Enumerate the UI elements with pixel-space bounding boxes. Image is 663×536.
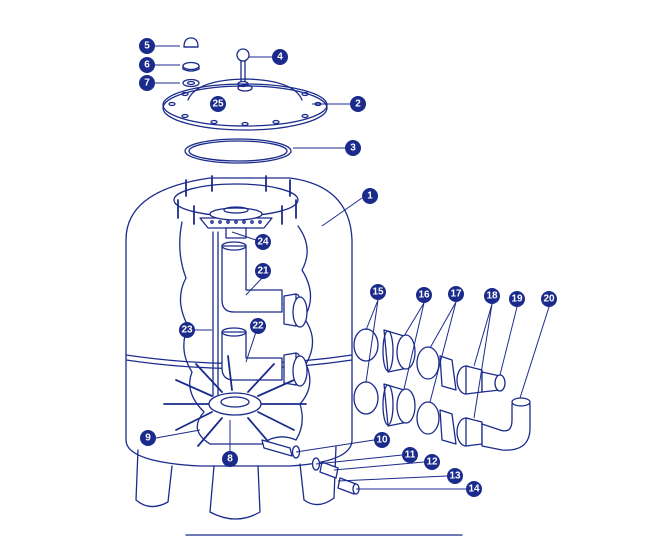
- badge-part-5: 5: [139, 38, 155, 54]
- svg-text:25: 25: [212, 99, 224, 110]
- svg-text:16: 16: [418, 290, 430, 301]
- elbow-part: [481, 397, 531, 451]
- badge-part-25: 25: [210, 96, 226, 112]
- svg-text:2: 2: [355, 99, 361, 110]
- svg-text:7: 7: [144, 78, 150, 89]
- threaded-tail-part: [481, 371, 506, 393]
- badge-part-24: 24: [255, 234, 271, 250]
- top-cap-part: [183, 37, 199, 48]
- svg-text:18: 18: [486, 291, 498, 302]
- upper-collector-pipe: [221, 241, 308, 328]
- badge-part-7: 7: [139, 75, 155, 91]
- badge-part-17: 17: [448, 286, 464, 302]
- badge-part-21: 21: [255, 263, 271, 279]
- badge-part-13: 13: [447, 468, 463, 484]
- air-vent-knob-part: [236, 48, 250, 88]
- svg-text:8: 8: [227, 454, 233, 465]
- central-tube: [212, 231, 219, 397]
- badge-part-2: 2: [350, 96, 366, 112]
- leader-lines: [155, 45, 550, 490]
- union-adapter-part: [382, 329, 416, 427]
- svg-text:1: 1: [367, 191, 373, 202]
- badge-part-18: 18: [484, 288, 500, 304]
- svg-text:19: 19: [511, 294, 523, 305]
- badge-part-16: 16: [416, 287, 432, 303]
- badge-part-14: 14: [466, 481, 482, 497]
- svg-text:10: 10: [376, 435, 388, 446]
- svg-text:22: 22: [252, 321, 264, 332]
- svg-text:4: 4: [277, 52, 283, 63]
- tank-legs: [135, 445, 337, 520]
- gasket-part: [353, 328, 379, 415]
- badge-part-23: 23: [179, 322, 195, 338]
- union-nut-part: [456, 365, 483, 447]
- svg-text:3: 3: [350, 143, 356, 154]
- badge-part-15: 15: [370, 284, 386, 300]
- svg-text:13: 13: [449, 471, 461, 482]
- diffuser-holes: [210, 220, 262, 224]
- lid-part: [162, 78, 328, 131]
- badge-part-4: 4: [272, 49, 288, 65]
- badge-part-20: 20: [541, 291, 557, 307]
- union-gasket-part: [416, 346, 457, 445]
- lower-collector-pipe: [221, 327, 308, 387]
- badge-part-11: 11: [402, 447, 418, 463]
- badge-part-1: 1: [362, 188, 378, 204]
- svg-text:14: 14: [468, 484, 480, 495]
- svg-text:24: 24: [257, 237, 269, 248]
- badge-part-22: 22: [250, 318, 266, 334]
- svg-text:15: 15: [372, 287, 384, 298]
- svg-text:17: 17: [450, 289, 462, 300]
- badge-part-10: 10: [374, 432, 390, 448]
- svg-text:6: 6: [144, 60, 150, 71]
- svg-text:20: 20: [543, 294, 555, 305]
- badge-part-8: 8: [222, 451, 238, 467]
- washer-part: [182, 78, 200, 88]
- svg-text:21: 21: [257, 266, 269, 277]
- badge-part-12: 12: [424, 454, 440, 470]
- drain-pipe-part: [261, 439, 301, 459]
- laterals-part: [163, 355, 307, 447]
- badge-part-9: 9: [140, 430, 156, 446]
- badge-part-3: 3: [345, 140, 361, 156]
- o-ring-part: [184, 138, 292, 164]
- svg-text:23: 23: [181, 325, 193, 336]
- badge-part-19: 19: [509, 291, 525, 307]
- drain-fitting-part: [319, 461, 339, 479]
- svg-text:12: 12: [426, 457, 438, 468]
- svg-text:5: 5: [144, 41, 150, 52]
- svg-text:11: 11: [405, 450, 416, 461]
- svg-text:9: 9: [145, 433, 151, 444]
- nut-part: [182, 61, 200, 72]
- badge-part-6: 6: [139, 57, 155, 73]
- tank-bolts: [177, 175, 297, 225]
